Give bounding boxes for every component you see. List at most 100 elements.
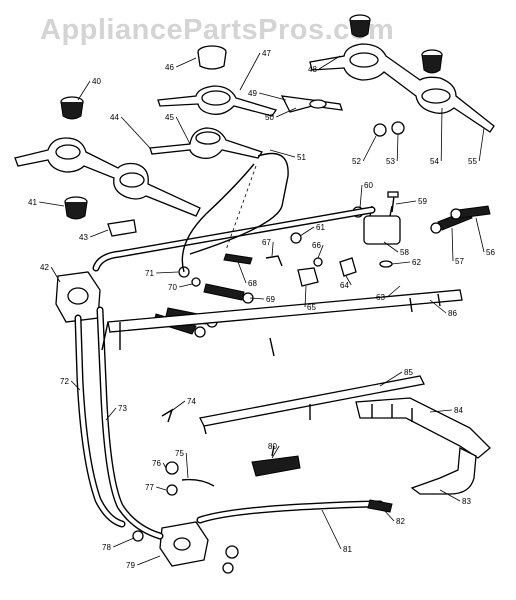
burner-cap-40[interactable]: [60, 96, 84, 120]
leader-line-56: [475, 217, 485, 253]
part-label-55[interactable]: 55: [468, 157, 477, 166]
part-66[interactable]: [313, 257, 323, 267]
broiler-burner-84[interactable]: [355, 397, 491, 495]
part-label-70[interactable]: 70: [168, 283, 177, 292]
burner-head-54[interactable]: [309, 43, 495, 133]
burner-cap-46[interactable]: [197, 45, 227, 70]
burner-cap-41[interactable]: [64, 196, 88, 220]
bracket-43[interactable]: [107, 219, 137, 237]
part-label-42[interactable]: 42: [40, 263, 49, 272]
part-label-44[interactable]: 44: [110, 113, 119, 122]
part-label-45[interactable]: 45: [165, 113, 174, 122]
part-label-83[interactable]: 83: [462, 497, 471, 506]
part-label-52[interactable]: 52: [352, 157, 361, 166]
part-label-49[interactable]: 49: [248, 89, 257, 98]
manifold-86[interactable]: [101, 289, 463, 357]
leader-line-86: [429, 299, 447, 314]
part-label-40[interactable]: 40: [92, 77, 101, 86]
part-label-60[interactable]: 60: [364, 181, 373, 190]
part-label-75[interactable]: 75: [175, 449, 184, 458]
fitting-52[interactable]: [373, 123, 387, 137]
screw-59[interactable]: [387, 191, 399, 213]
regulator-79[interactable]: [159, 521, 209, 567]
burner-cap-48[interactable]: [349, 14, 371, 38]
part-label-65[interactable]: 65: [307, 303, 316, 312]
part-label-59[interactable]: 59: [418, 197, 427, 206]
part-label-47[interactable]: 47: [262, 49, 271, 58]
burner-head-47[interactable]: [157, 85, 278, 117]
part-label-61[interactable]: 61: [316, 223, 325, 232]
fitting-78[interactable]: [132, 530, 144, 542]
part-label-56[interactable]: 56: [486, 248, 495, 257]
part-label-69[interactable]: 69: [266, 295, 275, 304]
part-label-63[interactable]: 63: [376, 293, 385, 302]
tube-73[interactable]: [96, 306, 164, 540]
part-label-66[interactable]: 66: [312, 241, 321, 250]
part-label-73[interactable]: 73: [118, 404, 127, 413]
leader-line-62: [391, 261, 411, 265]
orifice-67[interactable]: [265, 255, 283, 267]
regulator-42[interactable]: [55, 271, 101, 323]
part-label-81[interactable]: 81: [343, 545, 352, 554]
leader-line-74: [169, 400, 186, 413]
part-label-79[interactable]: 79: [126, 561, 135, 570]
part-label-78[interactable]: 78: [102, 543, 111, 552]
part-label-82[interactable]: 82: [396, 517, 405, 526]
part-label-41[interactable]: 41: [28, 198, 37, 207]
part-65[interactable]: [297, 267, 319, 287]
part-label-84[interactable]: 84: [454, 406, 463, 415]
part-label-46[interactable]: 46: [165, 63, 174, 72]
tube-upper-right[interactable]: [92, 206, 376, 272]
tube-81[interactable]: [196, 500, 384, 524]
part-label-72[interactable]: 72: [60, 377, 69, 386]
part-label-74[interactable]: 74: [187, 397, 196, 406]
part-label-64[interactable]: 64: [340, 281, 349, 290]
leader-line-60: [359, 184, 363, 209]
tube-burner-feed[interactable]: [181, 152, 289, 273]
part-label-51[interactable]: 51: [297, 153, 306, 162]
burner-head-50[interactable]: [280, 95, 343, 113]
part-label-48[interactable]: 48: [308, 65, 317, 74]
part-label-71[interactable]: 71: [145, 269, 154, 278]
part-label-54[interactable]: 54: [430, 157, 439, 166]
part-label-80[interactable]: 80: [268, 442, 277, 451]
burner-head-left[interactable]: [14, 137, 201, 217]
part-label-76[interactable]: 76: [152, 459, 161, 468]
rail-85[interactable]: [199, 375, 425, 435]
orifice-68[interactable]: [223, 253, 253, 265]
fitting-53[interactable]: [391, 121, 405, 135]
part-label-50[interactable]: 50: [265, 113, 274, 122]
fitting-62[interactable]: [379, 260, 393, 268]
valve-56-right[interactable]: [450, 205, 491, 220]
part-label-58[interactable]: 58: [400, 248, 409, 257]
fitting-61[interactable]: [290, 232, 302, 244]
part-label-43[interactable]: 43: [79, 233, 88, 242]
valve-69[interactable]: [203, 283, 254, 304]
part-label-68[interactable]: 68: [248, 279, 257, 288]
part-label-85[interactable]: 85: [404, 368, 413, 377]
tube-72[interactable]: [74, 314, 126, 528]
part-label-86[interactable]: 86: [448, 309, 457, 318]
elbow-74[interactable]: [161, 408, 174, 423]
fitting-70[interactable]: [191, 277, 201, 287]
part-label-67[interactable]: 67: [262, 238, 271, 247]
part-label-77[interactable]: 77: [145, 483, 154, 492]
fitting-61-bottom[interactable]: [225, 545, 239, 559]
hose-75[interactable]: [181, 478, 215, 487]
part-label-53[interactable]: 53: [386, 157, 395, 166]
leader-line-58: [383, 241, 399, 253]
orifice-82[interactable]: [367, 499, 393, 513]
leader-line-55: [478, 127, 485, 162]
part-64[interactable]: [339, 257, 357, 277]
part-label-57[interactable]: 57: [455, 257, 464, 266]
leader-line-72: [70, 380, 81, 391]
fitting-76[interactable]: [165, 461, 179, 475]
leader-line-43: [90, 229, 109, 238]
orifice-66-bottom[interactable]: [222, 562, 234, 574]
fitting-77[interactable]: [166, 484, 178, 496]
thermostat-80[interactable]: [251, 445, 301, 477]
part-label-62[interactable]: 62: [412, 258, 421, 267]
leader-line-40: [77, 80, 91, 101]
burner-head-45[interactable]: [149, 127, 264, 159]
burner-cap-top-right[interactable]: [421, 49, 443, 74]
